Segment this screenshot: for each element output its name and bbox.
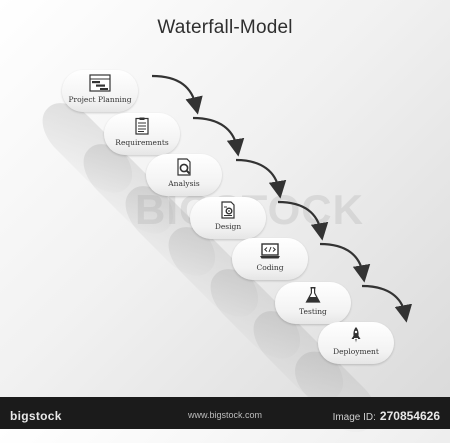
image-id-value: 270854626 [379, 409, 440, 423]
page-title: Waterfall-Model [157, 17, 293, 38]
step-label: Requirements [115, 138, 169, 147]
step-coding: Coding [232, 238, 308, 280]
rocket-icon [345, 326, 367, 344]
gantt-chart-icon [89, 74, 111, 92]
flask-icon [302, 286, 324, 304]
step-label: Testing [299, 307, 327, 316]
laptop-code-icon [259, 242, 281, 260]
step-label: Project Planning [68, 95, 132, 104]
step-label: Analysis [168, 179, 200, 188]
flow-arrow [277, 200, 329, 241]
checklist-icon [131, 117, 153, 135]
flow-arrows [151, 74, 413, 323]
step-deployment: Deployment [318, 322, 394, 364]
step-design: Design [190, 197, 266, 239]
flow-arrow [361, 284, 413, 323]
watermark-site: www.bigstock.com [187, 410, 263, 420]
design-document-icon [217, 201, 239, 219]
step-label: Deployment [333, 347, 379, 356]
watermark-image-id: Image ID:270854626 [333, 409, 440, 423]
flow-arrow [151, 74, 203, 115]
step-analysis: Analysis [146, 154, 222, 196]
step-project-planning: Project Planning [62, 70, 138, 112]
watermark-bar [0, 397, 450, 429]
watermark-brand: bigstock [10, 409, 62, 423]
flow-arrow [235, 158, 287, 199]
flow-arrow [319, 242, 371, 283]
step-label: Design [214, 222, 242, 231]
magnifier-document-icon [173, 158, 195, 176]
image-id-label: Image ID: [332, 412, 376, 423]
step-label: Coding [256, 263, 284, 272]
step-requirements: Requirements [104, 113, 180, 155]
flow-arrow [192, 116, 245, 157]
step-testing: Testing [275, 282, 351, 324]
